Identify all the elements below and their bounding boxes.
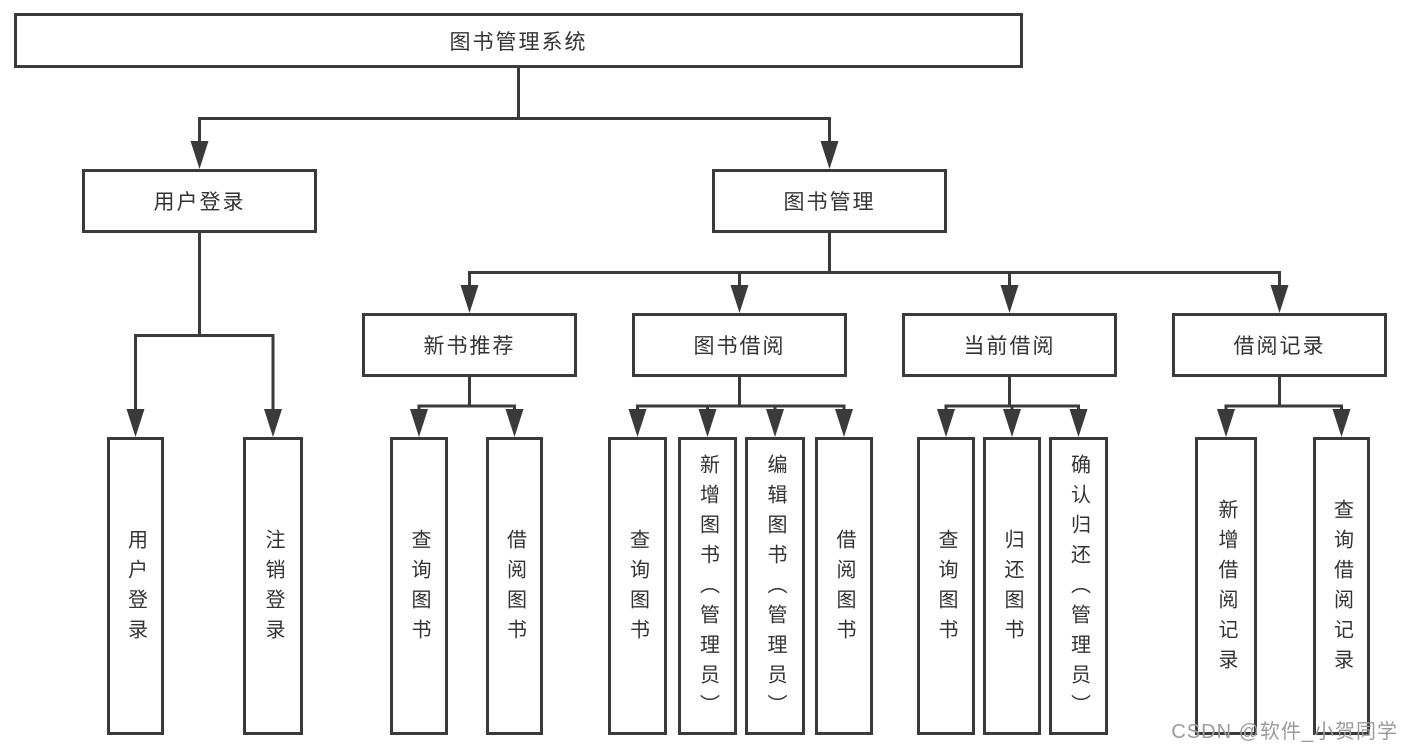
leaf-br-add-record: 新增借阅记录 xyxy=(1195,437,1257,735)
watermark: CSDN @软件_小贺同学 xyxy=(1171,721,1398,743)
leaf-bb-query-books: 查询图书 xyxy=(608,437,667,735)
leaf-logout: 注销登录 xyxy=(243,437,303,735)
leaf-nb-borrow-books: 借阅图书 xyxy=(486,437,543,735)
node-user-login: 用户登录 xyxy=(82,169,317,233)
leaf-nb-query-books: 查询图书 xyxy=(390,437,448,735)
node-library-system: 图书管理系统 xyxy=(14,13,1023,68)
leaf-br-query-record: 查询借阅记录 xyxy=(1313,437,1370,735)
node-new-book-recommendation: 新书推荐 xyxy=(362,313,577,377)
leaf-bb-borrow-books: 借阅图书 xyxy=(815,437,873,735)
node-book-management: 图书管理 xyxy=(712,169,947,233)
leaf-cb-confirm-return-admin: 确认归还（管理员） xyxy=(1049,437,1108,735)
leaf-bb-add-book-admin: 新增图书（管理员） xyxy=(678,437,737,735)
node-current-borrowing: 当前借阅 xyxy=(902,313,1117,377)
leaf-user-login: 用户登录 xyxy=(107,437,164,735)
node-borrowing-records: 借阅记录 xyxy=(1172,313,1387,377)
leaf-bb-edit-book-admin: 编辑图书（管理员） xyxy=(745,437,805,735)
leaf-cb-return-books: 归还图书 xyxy=(983,437,1041,735)
leaf-cb-query-books: 查询图书 xyxy=(917,437,975,735)
node-book-borrowing: 图书借阅 xyxy=(632,313,847,377)
